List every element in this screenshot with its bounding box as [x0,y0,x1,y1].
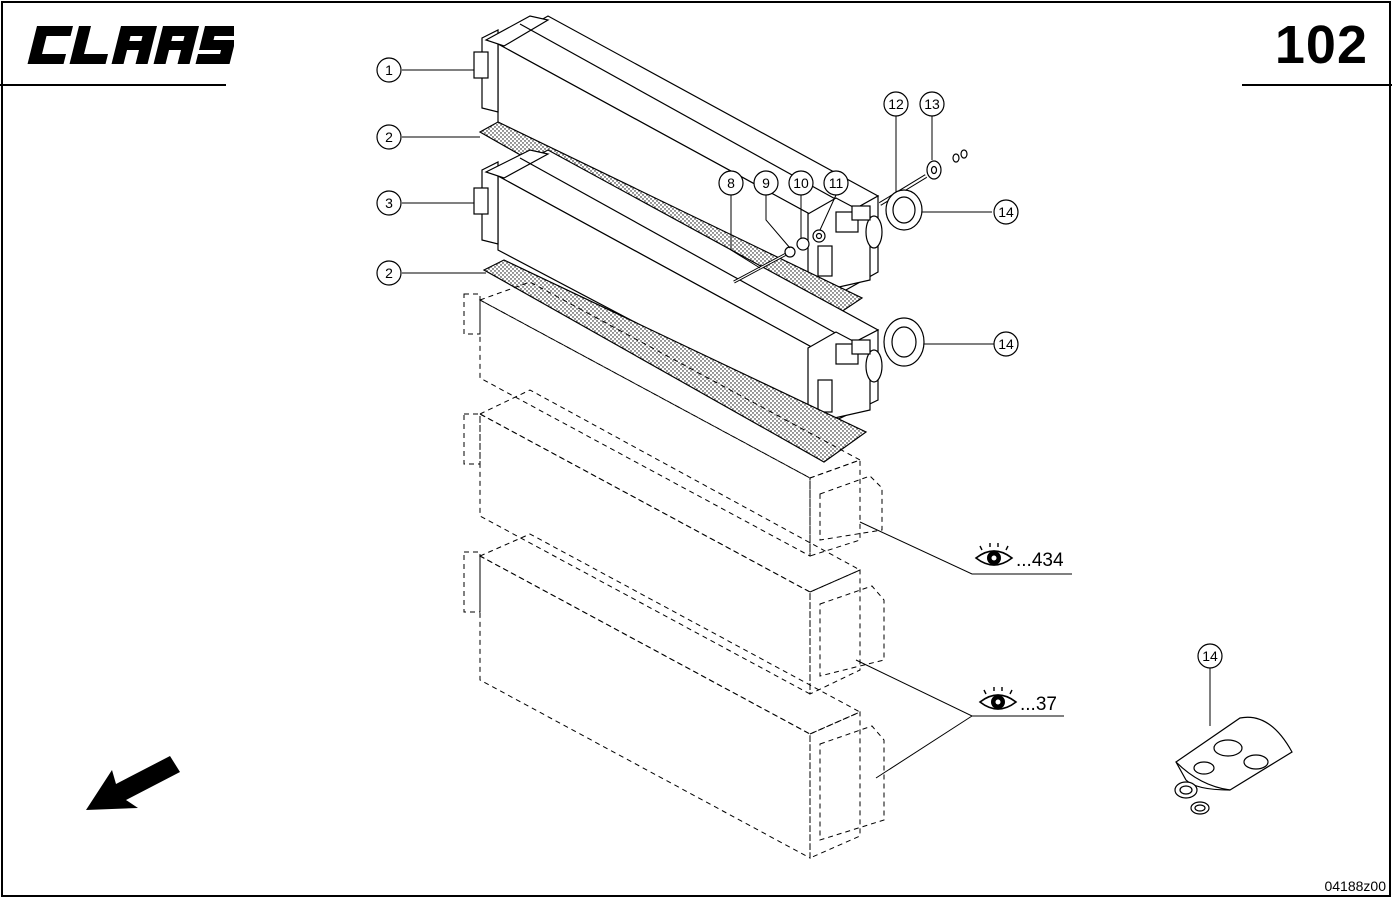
callout-9-label: 9 [762,175,770,191]
leader-lines [402,69,1211,779]
callout-2-lower [376,260,402,286]
brand-logo [27,26,234,64]
callout-14-kit-label: 14 [1202,648,1218,664]
gasket-rings [883,189,925,367]
reference-37[interactable]: ...37 [1020,694,1057,715]
callout-8 [718,170,744,196]
callout-14-upper [993,199,1019,225]
callout-11-label: 11 [829,175,844,191]
reference-434[interactable]: ...434 [1016,550,1064,571]
callout-14-lower-label: 14 [998,336,1014,352]
callout-2-upper-label: 2 [385,129,393,145]
cooler-lower [473,149,883,425]
callout-3-label: 3 [385,195,393,211]
callout-12 [883,91,909,117]
eye-icon [974,543,1014,566]
eye-icon [978,687,1018,710]
callout-2-upper [376,124,402,150]
callout-11 [823,170,849,196]
cooler-upper [473,15,883,302]
callout-1-label: 1 [385,62,393,78]
callout-9 [753,170,779,196]
callout-8-label: 8 [727,175,735,191]
fastener-set [733,229,826,284]
callout-13-label: 13 [924,96,940,112]
page-number: 102 [1274,15,1368,75]
callout-3 [376,190,402,216]
callout-12-label: 12 [888,96,904,112]
callout-14-upper-label: 14 [998,204,1014,220]
direction-arrow-icon [86,756,180,810]
callout-1 [376,57,402,83]
callout-13 [919,91,945,117]
drawing-code: 04188z00 [1324,878,1386,894]
header-rule-left [0,84,226,86]
callout-10 [788,170,814,196]
seal-kit-bag [1174,716,1293,815]
header-rule-right [1242,84,1392,86]
reference-coolers [463,281,885,859]
callout-group [376,57,1223,669]
callout-10-label: 10 [793,175,809,191]
callout-14-lower [993,331,1019,357]
callout-14-kit [1197,643,1223,669]
callout-2-lower-label: 2 [385,265,393,281]
